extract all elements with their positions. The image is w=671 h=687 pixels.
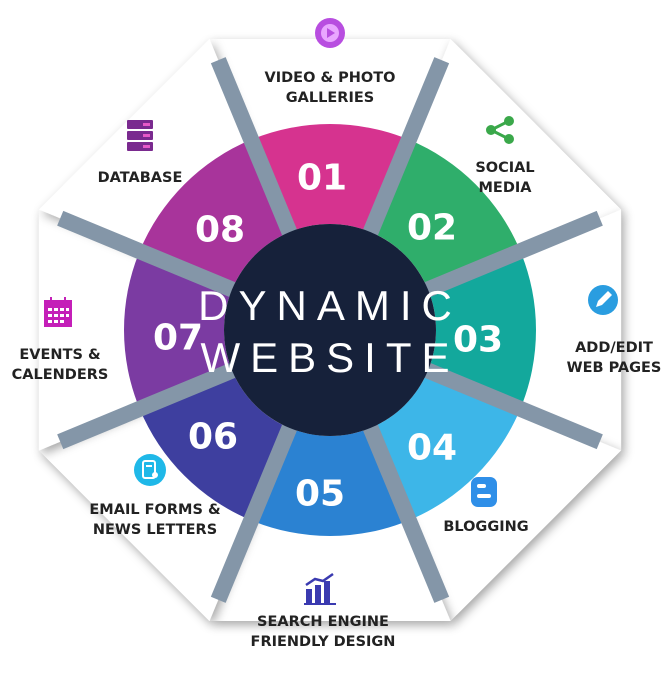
label-line: WEB PAGES [566, 360, 662, 376]
center-title-line2: WEBSITE [200, 334, 460, 381]
edit-icon [586, 283, 620, 317]
label-line: EVENTS & [19, 347, 101, 363]
feature-label-03: ADD/EDIT WEB PAGES [567, 338, 662, 378]
divider-bar [57, 210, 239, 299]
feature-label-05: SEARCH ENGINE FRIENDLY DESIGN [251, 612, 396, 652]
feature-label-04: BLOGGING [443, 517, 528, 537]
newsletter-icon [133, 453, 167, 487]
segment-number-01: 01 [296, 157, 348, 199]
segment-number-03: 03 [452, 319, 504, 361]
label-line: EMAIL FORMS & [89, 502, 221, 518]
segment-number-08: 08 [194, 209, 246, 251]
label-line: DATABASE [97, 170, 183, 186]
feature-label-07: EVENTS & CALENDERS [12, 345, 109, 385]
segment-number-04: 04 [406, 427, 458, 469]
segment-04 [370, 370, 521, 521]
segment-08 [139, 139, 290, 290]
segment-number-06: 06 [187, 416, 239, 458]
center-hub [224, 224, 436, 436]
divider-bar [57, 361, 239, 450]
segment-number-05: 05 [294, 473, 346, 515]
divider-bar [361, 421, 450, 603]
divider-bar [210, 421, 299, 603]
feature-label-06: EMAIL FORMS & NEWS LETTERS [89, 500, 220, 540]
segment-02 [370, 139, 521, 290]
label-line: CALENDERS [11, 367, 109, 383]
label-line: VIDEO & PHOTO [264, 70, 396, 86]
database-icon [123, 118, 157, 152]
segment-01 [251, 124, 409, 233]
video-gallery-icon [313, 16, 347, 50]
divider-bar [421, 210, 603, 299]
label-line: BLOGGING [443, 519, 529, 535]
label-line: FRIENDLY DESIGN [250, 634, 396, 650]
divider-bar [361, 57, 450, 239]
blogger-icon [467, 475, 501, 509]
segment-number-07: 07 [152, 317, 204, 359]
label-line: SOCIAL [475, 160, 535, 176]
share-icon [483, 113, 517, 147]
segment-03 [427, 251, 536, 409]
divider-bar [210, 57, 299, 239]
segment-05 [251, 427, 409, 536]
segment-07 [124, 251, 233, 409]
feature-label-08: DATABASE [98, 168, 183, 188]
divider-bar [421, 361, 603, 450]
label-line: GALLERIES [285, 90, 375, 106]
feature-label-02: SOCIAL MEDIA [475, 158, 534, 198]
label-line: MEDIA [478, 180, 532, 196]
label-line: SEARCH ENGINE [257, 614, 389, 630]
center-title-line1: DYNAMIC [198, 282, 462, 329]
seo-chart-icon [303, 571, 337, 605]
calendar-icon [41, 295, 75, 329]
label-line: NEWS LETTERS [92, 522, 218, 538]
segment-number-02: 02 [406, 207, 458, 249]
feature-label-01: VIDEO & PHOTO GALLERIES [265, 68, 396, 108]
segment-06 [139, 370, 290, 521]
label-line: ADD/EDIT [575, 340, 653, 356]
